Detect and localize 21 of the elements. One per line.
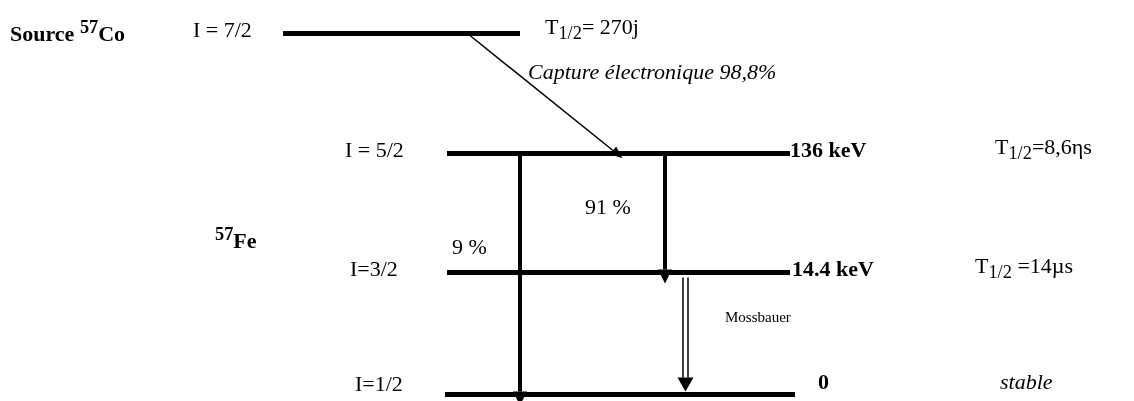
edge-label: 9 % [452,234,487,260]
arrow [513,155,527,401]
energy-label: 14.4 keV [792,256,874,282]
spin-label: I=3/2 [350,256,398,282]
arrow [658,155,672,284]
edge-label: Mossbauer [725,308,791,326]
half-life-label: T$_{1/2}$ =14µs [975,253,1074,285]
edge-label: Capture électronique 98,8% [528,59,777,85]
energy-label: 0 [818,369,829,395]
spin-label: I=1/2 [355,371,403,397]
half-life-label: T$_{1/2}$= 270j [545,14,639,46]
half-life-label: T$_{1/2}$=8,6ηs [995,134,1092,166]
spin-label: I = 7/2 [193,17,252,43]
spin-label: I = 5/2 [345,137,404,163]
edge-label: 91 % [585,194,631,220]
double-arrow [677,276,694,392]
source-label: Source $^{57}$Co [10,15,126,47]
energy-label: 136 keV [790,137,867,163]
state-label: stable [1000,369,1053,395]
element-label: $^{57}$Fe [215,222,257,254]
arrow [469,34,623,158]
